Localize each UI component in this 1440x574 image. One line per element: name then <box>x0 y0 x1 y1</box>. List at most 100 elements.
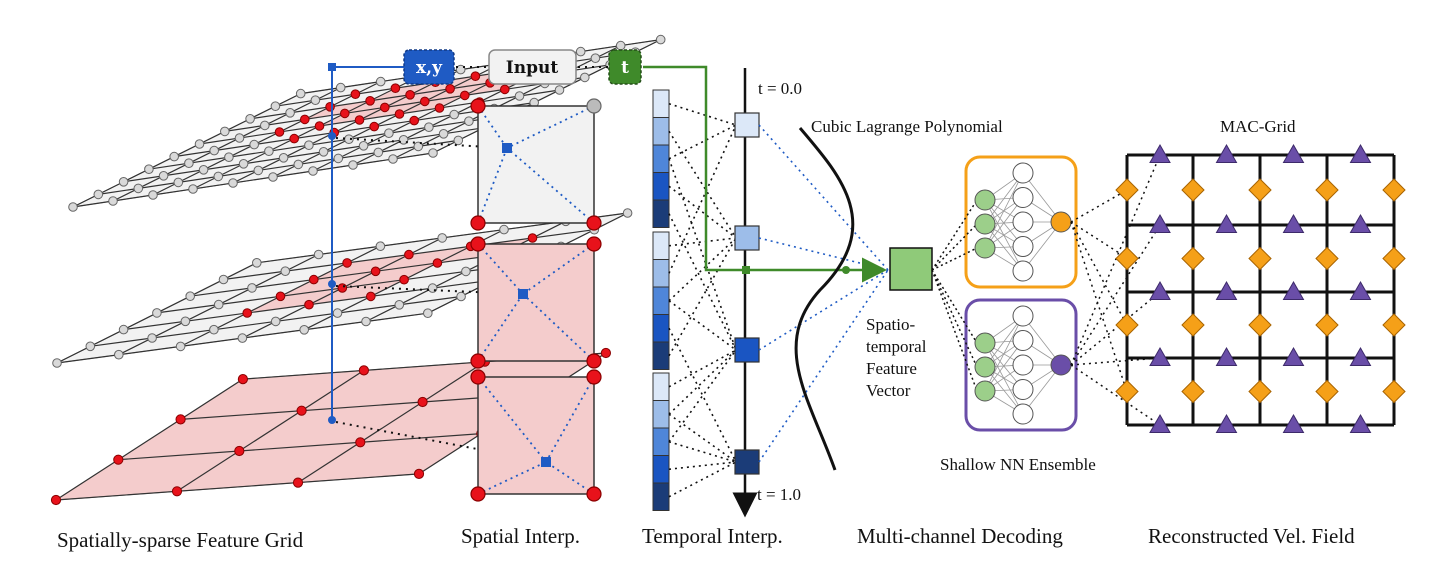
velocity-u-sample <box>1248 178 1272 202</box>
spatial-corner-node <box>470 486 486 502</box>
spatial-query-point <box>502 143 512 153</box>
fine-grid-active-node <box>460 90 470 101</box>
velocity-u-sample <box>1181 379 1205 404</box>
nn-input-node <box>974 189 996 211</box>
fine-grid-node <box>188 184 198 194</box>
temporal-keyframe <box>734 225 760 251</box>
feature-vector <box>889 247 933 291</box>
fine-grid-active-node <box>369 121 380 132</box>
medium-grid-node <box>461 266 471 277</box>
medium-grid-active-node <box>304 299 314 310</box>
temporal-link <box>668 461 737 471</box>
spatial-corner-node <box>586 236 602 252</box>
nn-output-node <box>1050 211 1072 233</box>
temporal-link <box>668 102 737 126</box>
fine-grid-node <box>93 189 104 200</box>
fine-grid-active-node <box>405 90 415 100</box>
fine-grid-active-node <box>394 109 405 119</box>
time-query-line <box>643 65 887 283</box>
fine-grid-node <box>253 165 264 176</box>
coarse-grid-active-node <box>292 477 304 488</box>
velocity-v-sample <box>1349 413 1372 433</box>
nn-hidden-node <box>1012 187 1034 208</box>
fine-grid-active-node <box>470 71 481 81</box>
fine-grid-active-cell <box>304 100 371 120</box>
t-input-box[interactable]: t <box>608 49 642 85</box>
medium-grid-node <box>456 291 466 302</box>
medium-grid-node <box>152 308 162 318</box>
spatial-corner-node <box>586 215 602 231</box>
medium-grid-node <box>213 299 224 310</box>
temporal-feature-segment <box>652 400 670 429</box>
caption-decoding: Multi-channel Decoding <box>857 524 1063 548</box>
fine-grid-active-node <box>409 115 420 126</box>
medium-grid-node <box>437 233 448 243</box>
fine-grid-node <box>133 183 144 194</box>
query-point-line <box>328 63 414 424</box>
nn-weight <box>984 315 1024 368</box>
medium-grid-node <box>52 358 62 368</box>
keyframe-to-feature-link <box>758 124 889 271</box>
coarse-grid-active-node <box>413 468 425 479</box>
fine-grid-node <box>224 152 234 162</box>
fine-grid-active-cell <box>384 88 451 108</box>
nn-hidden-node <box>1012 330 1034 351</box>
spatial-weight-line <box>477 293 524 362</box>
medium-grid-node <box>209 324 219 335</box>
fine-grid-gridline <box>224 76 585 132</box>
coarse-grid-gridline <box>297 361 486 484</box>
spatial-weight-line <box>477 461 547 495</box>
fine-grid-node <box>234 133 245 143</box>
temporal-feature-segment <box>652 144 670 173</box>
medium-grid-node <box>251 258 262 268</box>
nn-weight <box>984 340 1024 392</box>
fine-grid-node <box>424 122 434 132</box>
fine-grid-gridline <box>232 69 461 184</box>
fine-grid-active-cell <box>319 107 385 126</box>
nn-hidden-node <box>1012 354 1034 376</box>
fine-grid-node <box>68 202 78 212</box>
medium-grid-active-node <box>337 283 348 293</box>
nn-input-node <box>974 380 996 402</box>
medium-grid-active-node <box>309 274 319 285</box>
fine-grid-node <box>148 190 158 200</box>
nn-input-node <box>974 213 996 235</box>
medium-grid-node <box>175 341 186 352</box>
spatial-corner-node <box>470 353 486 369</box>
fine-grid-node <box>144 164 154 174</box>
fine-grid-node <box>209 145 219 156</box>
input-box[interactable]: Input <box>488 49 577 85</box>
fine-grid-node <box>655 34 666 45</box>
nn-input-node <box>974 237 996 259</box>
xy-input-box[interactable]: x,y <box>403 49 455 85</box>
fine-grid-node <box>118 177 129 187</box>
spatial-corner-node <box>586 369 602 385</box>
velocity-v-sample <box>1149 143 1171 163</box>
velocity-v-sample <box>1282 346 1305 366</box>
medium-grid-active-node <box>342 258 352 268</box>
velocity-v-sample <box>1149 213 1171 233</box>
coarse-grid-active-node <box>237 374 248 385</box>
spatial-weight-line <box>522 293 595 362</box>
spatial-cell <box>477 243 595 362</box>
nn-weight <box>984 172 1024 225</box>
fine-grid-gridline <box>300 39 661 95</box>
velocity-v-sample <box>1215 413 1238 433</box>
velocity-u-sample <box>1181 178 1205 202</box>
fine-grid-node <box>194 139 205 149</box>
fine-grid-gridline <box>152 81 381 196</box>
nn-weight <box>984 172 1024 249</box>
fine-grid-gridline <box>98 139 459 195</box>
velocity-v-sample <box>1149 413 1171 433</box>
temporal-link <box>668 413 737 463</box>
cubic-lagrange-label: Cubic Lagrange Polynomial <box>811 117 1003 136</box>
coarse-grid-active-node <box>171 486 183 497</box>
fine-grid-node <box>554 85 565 95</box>
temporal-feature-segment <box>652 199 670 228</box>
medium-grid-node <box>313 249 324 260</box>
temporal-feature-segment <box>652 172 670 201</box>
mac-grid-label: MAC-Grid <box>1220 117 1296 136</box>
fine-grid-node <box>428 148 438 158</box>
fine-grid-node <box>293 159 304 170</box>
fine-grid-node <box>335 82 346 93</box>
